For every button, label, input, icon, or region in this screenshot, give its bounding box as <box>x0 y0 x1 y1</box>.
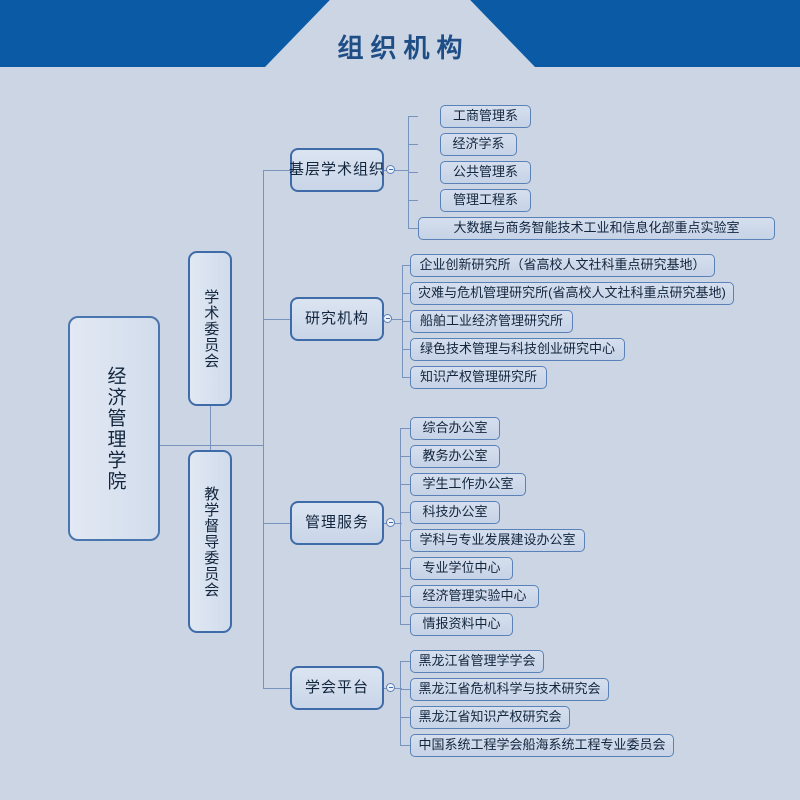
connector-cat3-leaf-5 <box>400 540 410 541</box>
leaf-label: 科技办公室 <box>422 504 488 520</box>
leaf-node-discipline-development-office[interactable]: 学科与专业发展建设办公室 <box>410 529 585 552</box>
category-label-grassroots-academic: 基层学术组织 <box>289 160 386 178</box>
connector-cat2-leaf-4 <box>402 349 410 350</box>
connector-to-cat-4 <box>263 688 290 689</box>
leaf-node-business-administration[interactable]: 工商管理系 <box>440 105 531 128</box>
leaf-label: 灾难与危机管理研究所(省高校人文社科重点研究基地) <box>418 285 726 301</box>
connector-cat1-out <box>384 170 408 171</box>
committee-label-teaching-supervision: 教学督导委员会 <box>202 485 220 598</box>
leaf-node-enterprise-innovation-institute[interactable]: 企业创新研究所（省高校人文社科重点研究基地） <box>410 254 715 277</box>
category-node-grassroots-academic[interactable]: 基层学术组织 <box>289 148 386 192</box>
committee-node-teaching-supervision[interactable]: 教学督导委员会 <box>188 450 232 633</box>
connector-cat1-leaf-3 <box>408 172 418 173</box>
connector-cat1-leaf-4 <box>408 200 418 201</box>
category-label-research-institutes: 研究机构 <box>304 309 369 327</box>
root-node-school[interactable]: 经济管理学院 <box>68 316 160 541</box>
leaf-label: 船舶工业经济管理研究所 <box>419 313 563 329</box>
leaf-label: 知识产权管理研究所 <box>419 369 537 385</box>
connector-cat2-leaf-1 <box>402 265 410 266</box>
connector-cat2-leaf-3 <box>402 321 410 322</box>
leaf-label: 综合办公室 <box>422 420 488 436</box>
leaf-node-economics-management-lab-center[interactable]: 经济管理实验中心 <box>410 585 539 608</box>
leaf-label: 企业创新研究所（省高校人文社科重点研究基地） <box>419 257 706 273</box>
collapse-toggle-icon-society[interactable] <box>386 683 395 692</box>
leaf-node-hlj-crisis-science-society[interactable]: 黑龙江省危机科学与技术研究会 <box>410 678 609 701</box>
leaf-node-public-administration[interactable]: 公共管理系 <box>440 161 531 184</box>
leaf-node-information-resources-center[interactable]: 情报资料中心 <box>410 613 513 636</box>
leaf-node-shipbuilding-economics-institute[interactable]: 船舶工业经济管理研究所 <box>410 310 573 333</box>
category-node-society-platform[interactable]: 学会平台 <box>290 666 384 710</box>
connector-cat3-leaf-8 <box>400 624 410 625</box>
committee-label-academic: 学术委员会 <box>202 288 220 369</box>
connector-cat1-leaf-1 <box>408 116 418 117</box>
leaf-node-management-engineering[interactable]: 管理工程系 <box>440 189 531 212</box>
connector-category-trunk <box>263 170 264 688</box>
connector-cat3-spine <box>400 428 401 624</box>
leaf-label: 工商管理系 <box>452 108 518 124</box>
connector-cat3-leaf-3 <box>400 484 410 485</box>
leaf-label: 黑龙江省危机科学与技术研究会 <box>418 681 601 697</box>
connector-to-cat-3 <box>263 523 290 524</box>
connector-cat3-leaf-7 <box>400 596 410 597</box>
category-label-society-platform: 学会平台 <box>304 678 369 696</box>
category-label-management-services: 管理服务 <box>304 513 369 531</box>
page-title: 组织机构 <box>337 33 470 63</box>
leaf-node-hlj-ip-research-society[interactable]: 黑龙江省知识产权研究会 <box>410 706 570 729</box>
connector-cat3-leaf-4 <box>400 512 410 513</box>
leaf-label: 学科与专业发展建设办公室 <box>419 532 576 548</box>
connector-cat4-leaf-3 <box>400 717 410 718</box>
leaf-node-general-office[interactable]: 综合办公室 <box>410 417 500 440</box>
collapse-toggle-icon-research[interactable] <box>383 314 392 323</box>
connector-cat4-leaf-1 <box>400 661 410 662</box>
committee-node-academic[interactable]: 学术委员会 <box>188 251 232 406</box>
connector-root-to-trunk <box>210 445 263 446</box>
connector-cat4-leaf-4 <box>400 745 410 746</box>
collapse-toggle-icon-grassroots[interactable] <box>386 165 395 174</box>
connector-cat4-leaf-2 <box>400 689 410 690</box>
connector-cat1-leaf-5 <box>408 228 418 229</box>
root-node-label: 经济管理学院 <box>104 365 126 492</box>
connector-cat4-spine <box>400 661 401 745</box>
leaf-node-economics[interactable]: 经济学系 <box>440 133 517 156</box>
leaf-label: 情报资料中心 <box>422 616 501 632</box>
leaf-label: 教务办公室 <box>422 448 488 464</box>
collapse-toggle-icon-management[interactable] <box>386 518 395 527</box>
leaf-label: 经济学系 <box>452 136 505 152</box>
leaf-node-disaster-crisis-management-institute[interactable]: 灾难与危机管理研究所(省高校人文社科重点研究基地) <box>410 282 734 305</box>
leaf-label: 经济管理实验中心 <box>422 588 527 604</box>
category-node-management-services[interactable]: 管理服务 <box>290 501 384 545</box>
leaf-label: 中国系统工程学会船海系统工程专业委员会 <box>418 737 666 753</box>
connector-to-cat-2 <box>263 319 290 320</box>
connector-cat3-leaf-1 <box>400 428 410 429</box>
connector-root-to-committees <box>160 445 210 446</box>
leaf-node-professional-degree-center[interactable]: 专业学位中心 <box>410 557 513 580</box>
leaf-label: 学生工作办公室 <box>422 476 514 492</box>
leaf-label: 黑龙江省知识产权研究会 <box>418 709 562 725</box>
leaf-node-hlj-management-society[interactable]: 黑龙江省管理学学会 <box>410 650 544 673</box>
leaf-node-academic-affairs-office[interactable]: 教务办公室 <box>410 445 500 468</box>
connector-to-cat-1 <box>263 170 290 171</box>
connector-cat3-leaf-6 <box>400 568 410 569</box>
leaf-node-china-systems-engineering-marine-committee[interactable]: 中国系统工程学会船海系统工程专业委员会 <box>410 734 674 757</box>
leaf-label: 黑龙江省管理学学会 <box>418 653 536 669</box>
leaf-node-science-technology-office[interactable]: 科技办公室 <box>410 501 500 524</box>
leaf-node-student-affairs-office[interactable]: 学生工作办公室 <box>410 473 526 496</box>
leaf-node-bigdata-lab[interactable]: 大数据与商务智能技术工业和信息化部重点实验室 <box>418 217 775 240</box>
category-node-research-institutes[interactable]: 研究机构 <box>290 297 384 341</box>
leaf-label: 专业学位中心 <box>422 560 501 576</box>
connector-cat2-leaf-5 <box>402 377 410 378</box>
leaf-label: 绿色技术管理与科技创业研究中心 <box>419 341 615 357</box>
leaf-node-ip-management-institute[interactable]: 知识产权管理研究所 <box>410 366 547 389</box>
leaf-label: 管理工程系 <box>452 192 518 208</box>
connector-cat1-leaf-2 <box>408 144 418 145</box>
leaf-label: 大数据与商务智能技术工业和信息化部重点实验室 <box>453 220 740 236</box>
leaf-node-green-tech-entrepreneurship-center[interactable]: 绿色技术管理与科技创业研究中心 <box>410 338 625 361</box>
connector-cat2-leaf-2 <box>402 293 410 294</box>
leaf-label: 公共管理系 <box>452 164 518 180</box>
connector-cat3-leaf-2 <box>400 456 410 457</box>
